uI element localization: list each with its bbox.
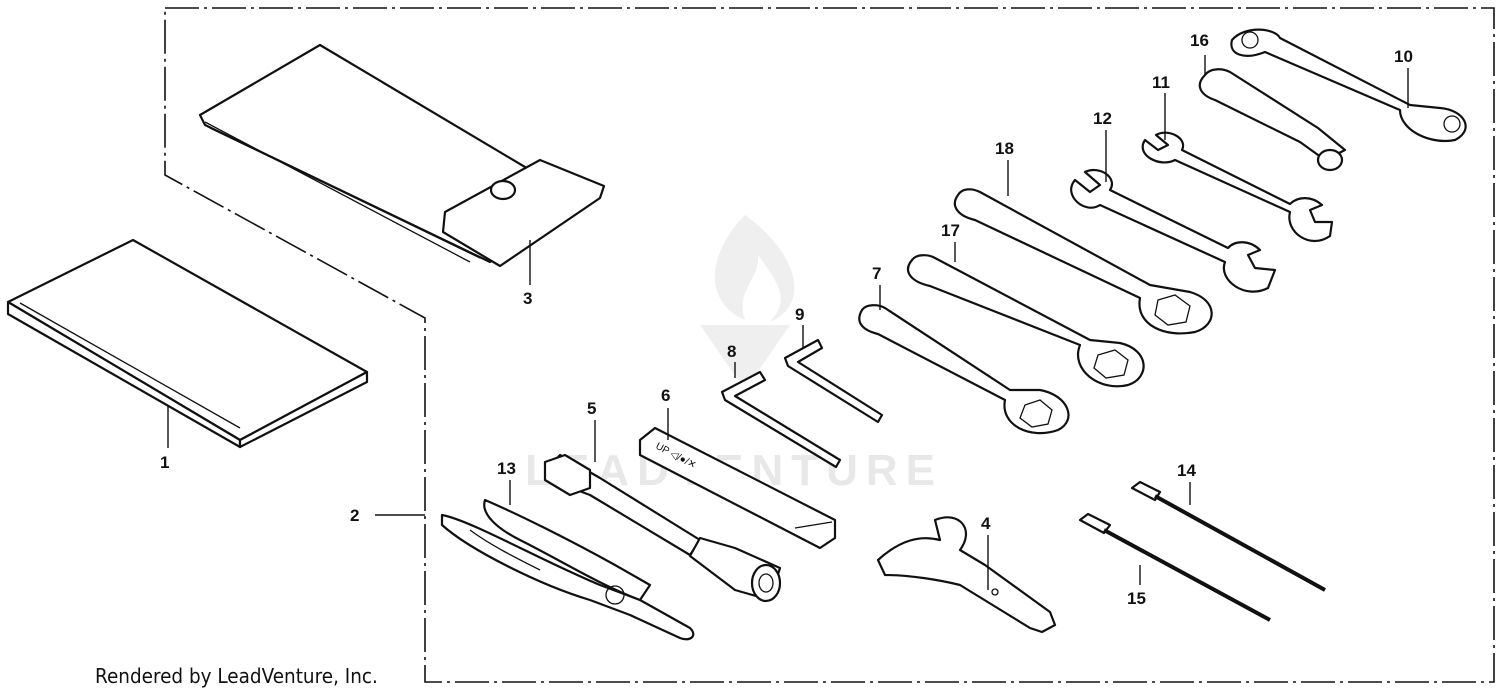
pin-spanner xyxy=(876,516,1057,634)
callout-15: 15 xyxy=(1127,589,1146,608)
callout-2: 2 xyxy=(350,506,359,525)
callout-10: 10 xyxy=(1394,47,1413,66)
extension-handle xyxy=(1198,68,1347,172)
callout-11: 11 xyxy=(1152,73,1170,92)
screwdriver-15 xyxy=(1078,512,1271,622)
callout-3: 3 xyxy=(523,289,532,308)
screwdriver-14 xyxy=(1130,480,1326,592)
tool-bag xyxy=(198,43,606,268)
callout-14: 14 xyxy=(1177,461,1196,480)
callout-1: 1 xyxy=(160,453,169,472)
open-end-wrench-12 xyxy=(1070,169,1277,293)
callout-9: 9 xyxy=(795,305,804,324)
owners-manual xyxy=(6,238,369,449)
open-end-wrench-11 xyxy=(1141,131,1334,243)
box-wrench-18 xyxy=(953,188,1213,335)
callout-13: 13 xyxy=(497,459,516,478)
callout-5: 5 xyxy=(587,399,596,418)
callout-8: 8 xyxy=(727,342,736,361)
callout-18: 18 xyxy=(995,139,1014,158)
callout-4: 4 xyxy=(981,514,991,533)
callout-16: 16 xyxy=(1190,31,1209,50)
ring-spanner xyxy=(1230,28,1467,143)
spark-plug-wrench xyxy=(543,453,782,603)
callout-17: 17 xyxy=(941,221,960,240)
box-wrench-7 xyxy=(858,304,1070,435)
callout-6: 6 xyxy=(661,386,670,405)
footer-credit: Rendered by LeadVenture, Inc. xyxy=(95,664,378,688)
leader-lines xyxy=(167,55,1409,590)
callout-labels: 1 2 3 4 5 6 7 8 9 10 11 12 13 14 15 16 1… xyxy=(160,31,1413,608)
box-wrench-17 xyxy=(906,254,1145,388)
callout-7: 7 xyxy=(872,264,881,283)
pliers xyxy=(440,498,695,641)
hex-key-large xyxy=(783,338,884,424)
callout-12: 12 xyxy=(1093,109,1112,128)
hex-key-small xyxy=(720,370,842,469)
screwdriver-handle: UP ◁/●/✕ xyxy=(638,426,837,550)
assembly-frame xyxy=(164,7,1495,683)
